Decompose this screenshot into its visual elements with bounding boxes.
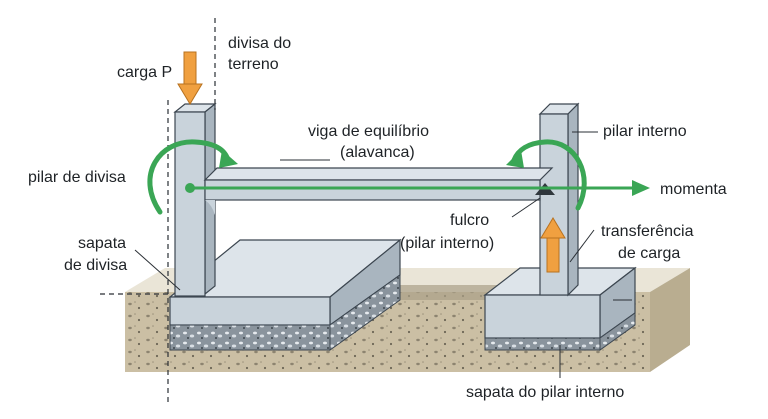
left-footing: [168, 238, 402, 351]
moment-line-arrow-icon: [185, 180, 650, 196]
property-label-line1: divisa do: [228, 35, 291, 52]
balance-beam: [203, 167, 554, 215]
curved-arrow-right-icon: [506, 139, 587, 211]
moment-label: momenta: [660, 181, 727, 198]
boundary-footing-label-line1: sapata: [78, 235, 126, 252]
transfer-label-line1: transferência: [601, 223, 694, 240]
beam-label-line2: (alavanca): [340, 144, 415, 161]
interior-footing-label: sapata do pilar interno: [466, 384, 624, 401]
fulcrum-label-line2: (pilar interno): [400, 235, 494, 252]
load-down-arrow-icon: [177, 51, 203, 105]
property-label-line2: terreno: [228, 56, 279, 73]
boundary-column-label: pilar de divisa: [28, 169, 126, 186]
transfer-up-arrow-icon: [540, 217, 566, 273]
load-label: carga P: [117, 64, 172, 81]
beam-label-line1: viga de equilíbrio: [308, 123, 429, 140]
right-footing: [483, 266, 637, 351]
curved-arrow-left-icon: [147, 139, 238, 215]
interior-column-label: pilar interno: [603, 123, 687, 140]
boundary-footing-label-line2: de divisa: [64, 257, 127, 274]
transfer-label-line2: de carga: [618, 245, 680, 262]
leader-lines: [134, 131, 632, 378]
fulcrum-label-line1: fulcro: [450, 212, 489, 229]
